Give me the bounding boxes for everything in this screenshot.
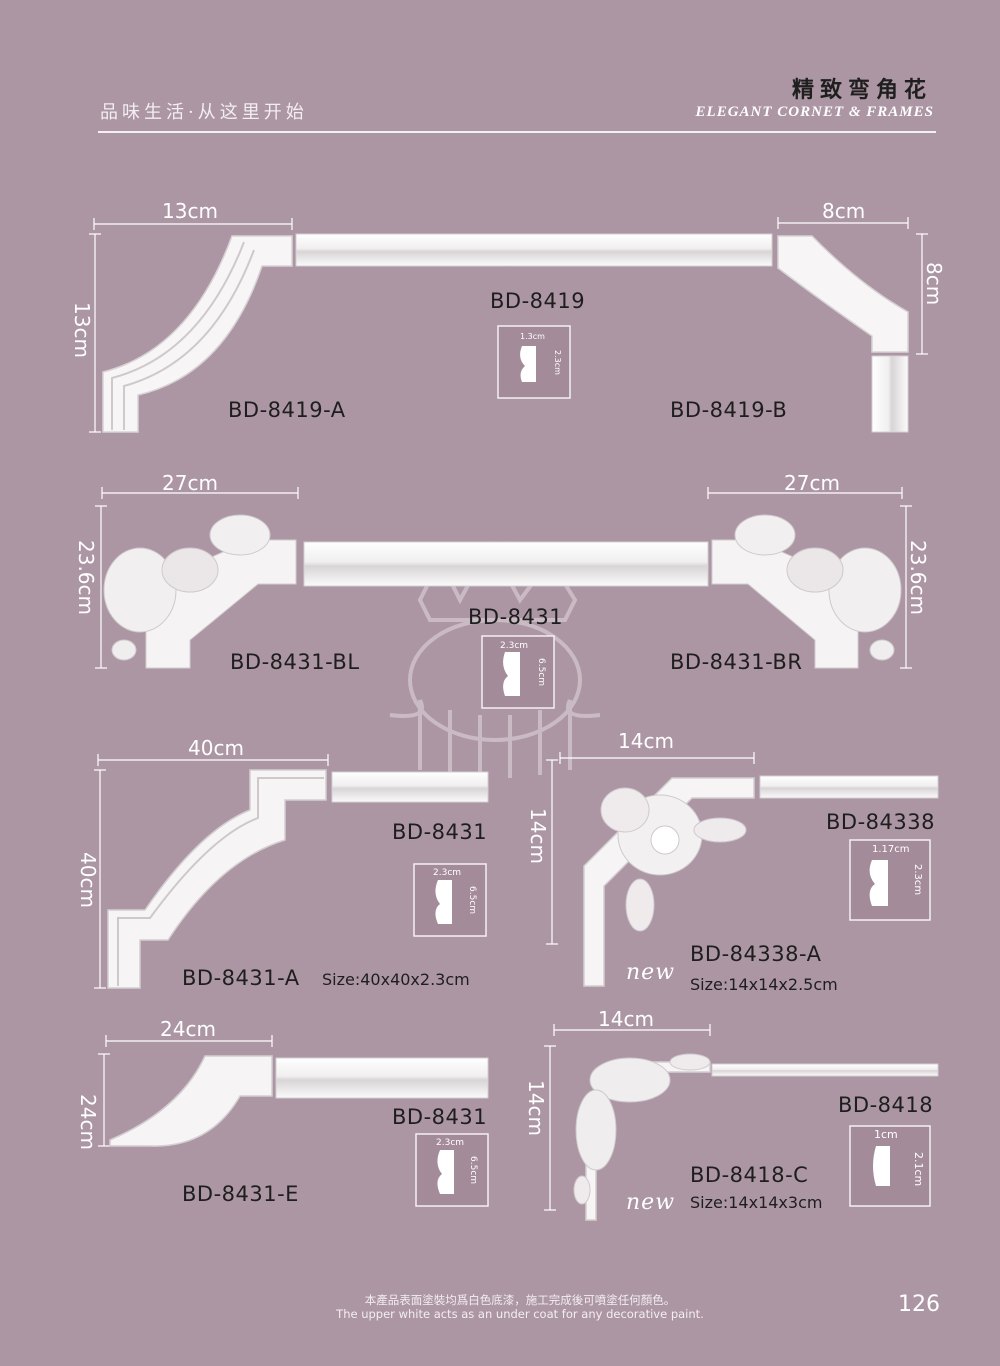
profile-width: 1.3cm <box>520 332 545 341</box>
footer-note-cn: 本產品表面塗裝均爲白色底漆，施工完成後可噴塗任何顏色。 <box>364 1293 676 1307</box>
dim-width: 8cm <box>822 199 866 223</box>
product-size: Size:40x40x2.3cm <box>322 970 470 989</box>
ornate-corner-bl <box>103 514 297 669</box>
product-code: BD-84338-A <box>690 942 822 966</box>
dim-width: 14cm <box>618 729 674 753</box>
ornate-corner-84338a <box>600 787 747 932</box>
dim-height: 14cm <box>526 808 550 864</box>
product-code: BD-8431-BL <box>230 650 360 674</box>
product-code: BD-8431-E <box>182 1182 299 1206</box>
new-badge: new <box>626 1190 676 1215</box>
profile-width: 2.3cm <box>500 641 529 651</box>
dim-height: 14cm <box>524 1080 548 1136</box>
product-size: Size:14x14x3cm <box>690 1193 823 1212</box>
product-code: BD-8431 <box>392 1105 488 1129</box>
profile-width: 1.17cm <box>872 844 910 855</box>
footer-note-en: The upper white acts as an under coat fo… <box>336 1307 704 1321</box>
dim-width: 24cm <box>160 1017 216 1041</box>
page-number: 126 <box>898 1292 940 1317</box>
dimension-lines-r3b <box>546 752 755 945</box>
product-code: BD-8419 <box>490 289 586 313</box>
product-code: BD-8418-C <box>690 1163 809 1187</box>
header-divider <box>98 131 936 133</box>
header-title-cn: 精致弯角花 <box>791 77 932 103</box>
product-code: BD-8418 <box>838 1093 934 1117</box>
product-size: Size:14x14x2.5cm <box>690 975 838 994</box>
dimension-lines-r3a <box>94 754 329 989</box>
dim-height: 23.6cm <box>74 540 98 616</box>
profile-height: 6.5cm <box>468 1156 478 1185</box>
product-code: BD-8419-A <box>228 398 346 422</box>
dim-height: 13cm <box>70 302 94 358</box>
profile-box <box>849 839 931 921</box>
profile-height: 6.5cm <box>467 886 477 915</box>
profile-width: 1cm <box>874 1128 898 1141</box>
dim-width: 27cm <box>784 471 840 495</box>
dimension-lines-r4a <box>98 1035 273 1147</box>
watermark-logo <box>389 540 601 778</box>
profile-height: 2.1cm <box>912 1152 925 1187</box>
product-code: BD-8431-BR <box>670 650 803 674</box>
dim-width: 13cm <box>162 199 218 223</box>
profile-width: 2.3cm <box>433 868 462 878</box>
profile-height: 2.3cm <box>553 350 562 375</box>
dim-width: 27cm <box>162 471 218 495</box>
dim-height: 23.6cm <box>906 540 930 616</box>
dimension-lines-r4b <box>544 1024 711 1211</box>
dim-width: 14cm <box>598 1007 654 1031</box>
product-code: BD-8431-A <box>182 966 300 990</box>
ornate-corner-br <box>711 514 902 669</box>
header-title-en: ELEGANT CORNET & FRAMES <box>695 104 934 120</box>
product-code: BD-84338 <box>826 810 935 834</box>
dim-height: 8cm <box>922 262 946 306</box>
dim-height: 24cm <box>76 1094 100 1150</box>
product-code: BD-8431 <box>468 605 564 629</box>
product-code: BD-8431 <box>392 820 488 844</box>
profile-width: 2.3cm <box>436 1138 465 1148</box>
profile-height: 2.3cm <box>912 864 923 896</box>
dim-height: 40cm <box>76 852 100 908</box>
header-slogan: 品味生活·从这里开始 <box>100 102 308 123</box>
dimension-lines-r2 <box>95 487 912 669</box>
new-badge: new <box>626 960 676 985</box>
product-code: BD-8419-B <box>670 398 788 422</box>
dim-width: 40cm <box>188 736 244 760</box>
ornate-corner-8418c <box>573 1053 711 1205</box>
profile-height: 6.5cm <box>536 658 546 687</box>
dimension-lines-r1 <box>89 217 928 433</box>
